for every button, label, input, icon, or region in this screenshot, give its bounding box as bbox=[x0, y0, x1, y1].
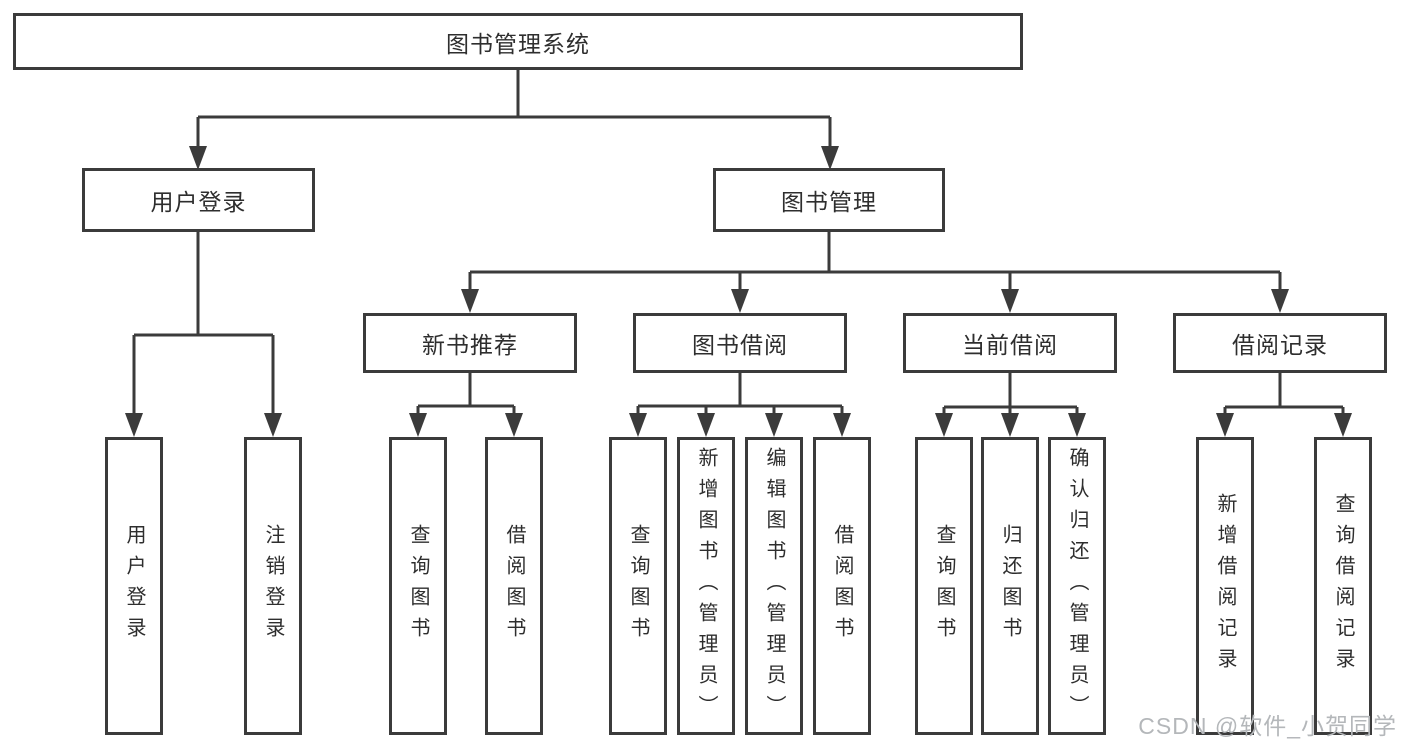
leaf-edit-books-admin: 编辑图书（管理员） bbox=[745, 437, 803, 735]
leaf-query-books-current: 查询图书 bbox=[915, 437, 973, 735]
node-borrowing-records: 借阅记录 bbox=[1173, 313, 1387, 373]
node-current-borrowing: 当前借阅 bbox=[903, 313, 1117, 373]
leaf-add-borrow-record: 新增借阅记录 bbox=[1196, 437, 1254, 735]
leaf-borrow-books-recommend: 借阅图书 bbox=[485, 437, 543, 735]
node-user-login: 用户登录 bbox=[82, 168, 315, 232]
csdn-watermark: CSDN @软件_小贺同学 bbox=[1138, 713, 1397, 739]
node-book-management: 图书管理 bbox=[713, 168, 945, 232]
leaf-confirm-return-admin: 确认归还（管理员） bbox=[1048, 437, 1106, 735]
node-new-book-recommend: 新书推荐 bbox=[363, 313, 577, 373]
leaf-query-books-borrow: 查询图书 bbox=[609, 437, 667, 735]
leaf-query-books-recommend: 查询图书 bbox=[389, 437, 447, 735]
leaf-user-login: 用户登录 bbox=[105, 437, 163, 735]
node-book-borrowing: 图书借阅 bbox=[633, 313, 847, 373]
leaf-query-borrow-record: 查询借阅记录 bbox=[1314, 437, 1372, 735]
leaf-borrow-books: 借阅图书 bbox=[813, 437, 871, 735]
node-system-root: 图书管理系统 bbox=[13, 13, 1023, 70]
leaf-add-books-admin: 新增图书（管理员） bbox=[677, 437, 735, 735]
leaf-logout: 注销登录 bbox=[244, 437, 302, 735]
leaf-return-books: 归还图书 bbox=[981, 437, 1039, 735]
